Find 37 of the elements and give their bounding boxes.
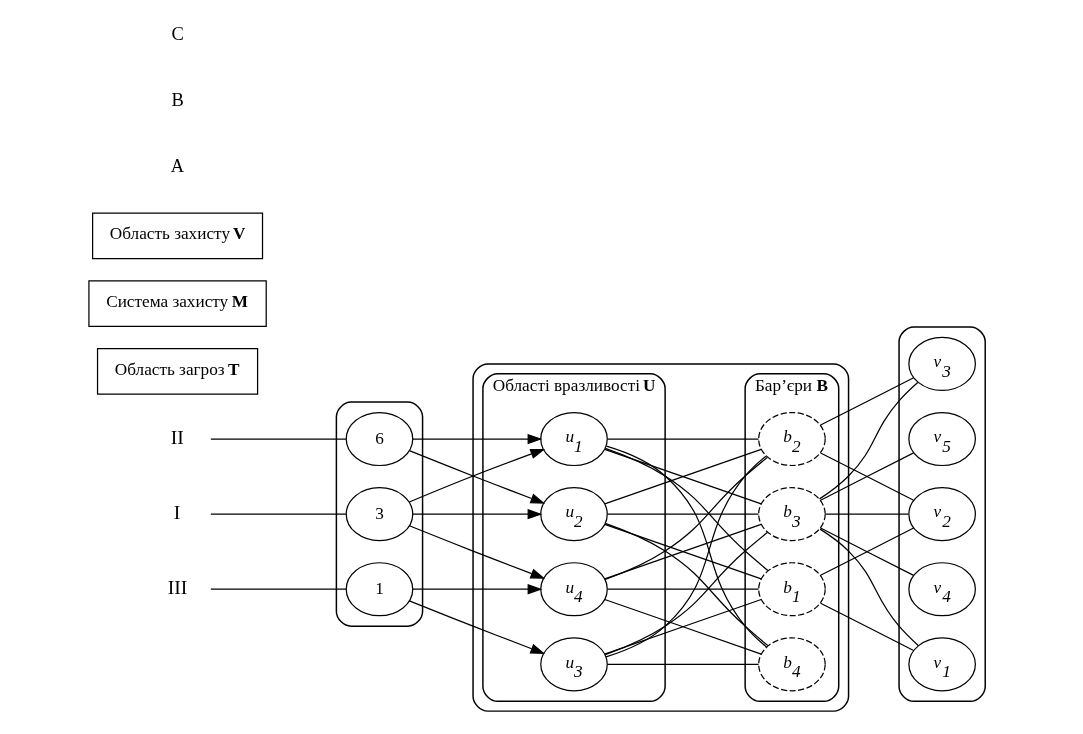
connector [819,527,914,576]
node-box: Область загроз T [96,347,258,395]
arrow [408,525,545,579]
node-ellipse: 3 [345,487,413,542]
connector [603,598,762,655]
connector [606,663,759,665]
connector [603,523,762,580]
label: A [170,156,184,177]
node-box: Область захисту V [91,212,263,260]
label: C [170,23,184,44]
connector [819,528,919,647]
arrow [411,433,542,445]
node-text: II [170,425,184,448]
connector [824,513,909,515]
cluster [335,401,423,627]
connector [606,513,759,515]
cluster [471,363,849,712]
arrow [411,508,542,520]
node-ellipse: 1 [345,562,413,617]
connector [819,602,914,652]
arrow [408,600,545,654]
arrow [411,584,542,595]
connector [819,452,914,501]
connector [606,438,759,440]
connector [603,448,762,505]
node-box: Система захисту M [87,280,267,327]
cluster [897,326,986,702]
label: B [170,89,184,110]
connector [209,588,347,590]
connector [818,381,918,500]
node-text: I [173,500,180,523]
connector [606,588,759,590]
connector [209,513,347,515]
node-ellipse: 6 [345,411,413,467]
connector [819,377,914,426]
connector [209,438,347,440]
node-text: III [167,575,187,598]
